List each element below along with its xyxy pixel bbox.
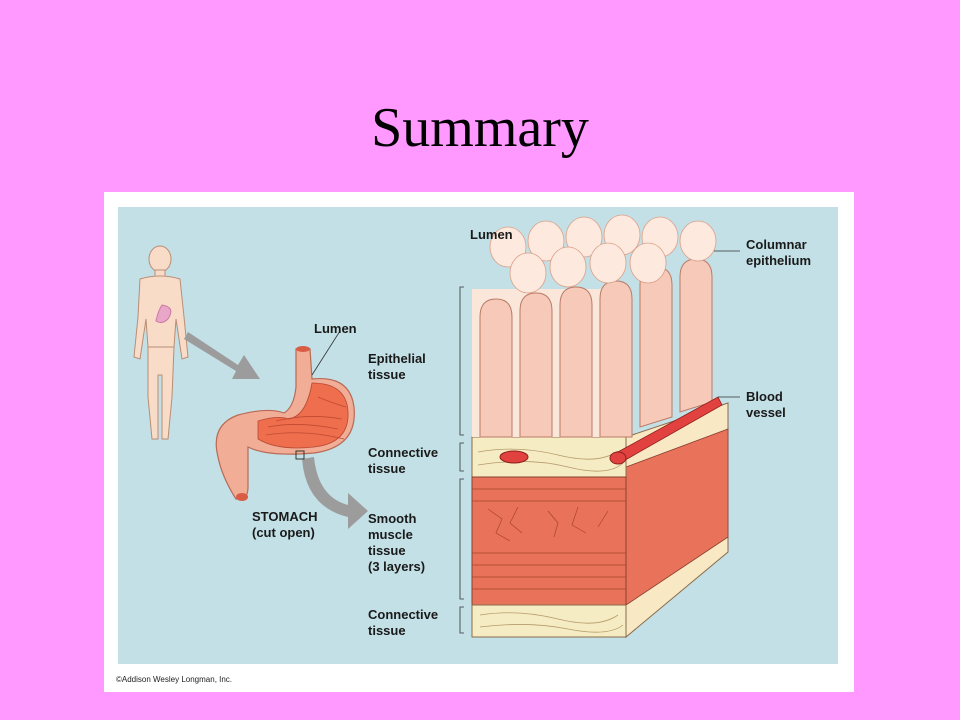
slide-title: Summary	[371, 97, 589, 159]
arrow-to-stomach	[184, 332, 260, 379]
copyright-text: ©Addison Wesley Longman, Inc.	[116, 675, 233, 684]
label-smooth-muscle: Smooth muscle tissue (3 layers)	[368, 511, 426, 574]
label-connective-tissue-1: Connective tissue	[368, 445, 439, 476]
stomach-illustration	[215, 330, 355, 501]
label-lumen-top: Lumen	[470, 227, 513, 242]
label-stomach: STOMACH (cut open)	[252, 509, 318, 540]
tissue-diagram	[133, 214, 740, 639]
arrow-to-wall	[302, 457, 368, 529]
leader-lines	[459, 250, 740, 634]
label-blood-vessel: Blood vessel	[746, 389, 786, 420]
figure-frame: Lumen Columnar epithelium Lumen Epitheli…	[104, 192, 854, 692]
label-connective-tissue-2: Connective tissue	[368, 607, 439, 638]
label-lumen-stomach: Lumen	[314, 321, 357, 336]
label-epithelial-tissue: Epithelial tissue	[368, 351, 426, 382]
label-columnar-epithelium: Columnar epithelium	[746, 237, 812, 268]
figure-panel: Lumen Columnar epithelium Lumen Epitheli…	[118, 207, 838, 664]
human-figure	[133, 245, 189, 440]
tissue-block	[471, 214, 740, 639]
